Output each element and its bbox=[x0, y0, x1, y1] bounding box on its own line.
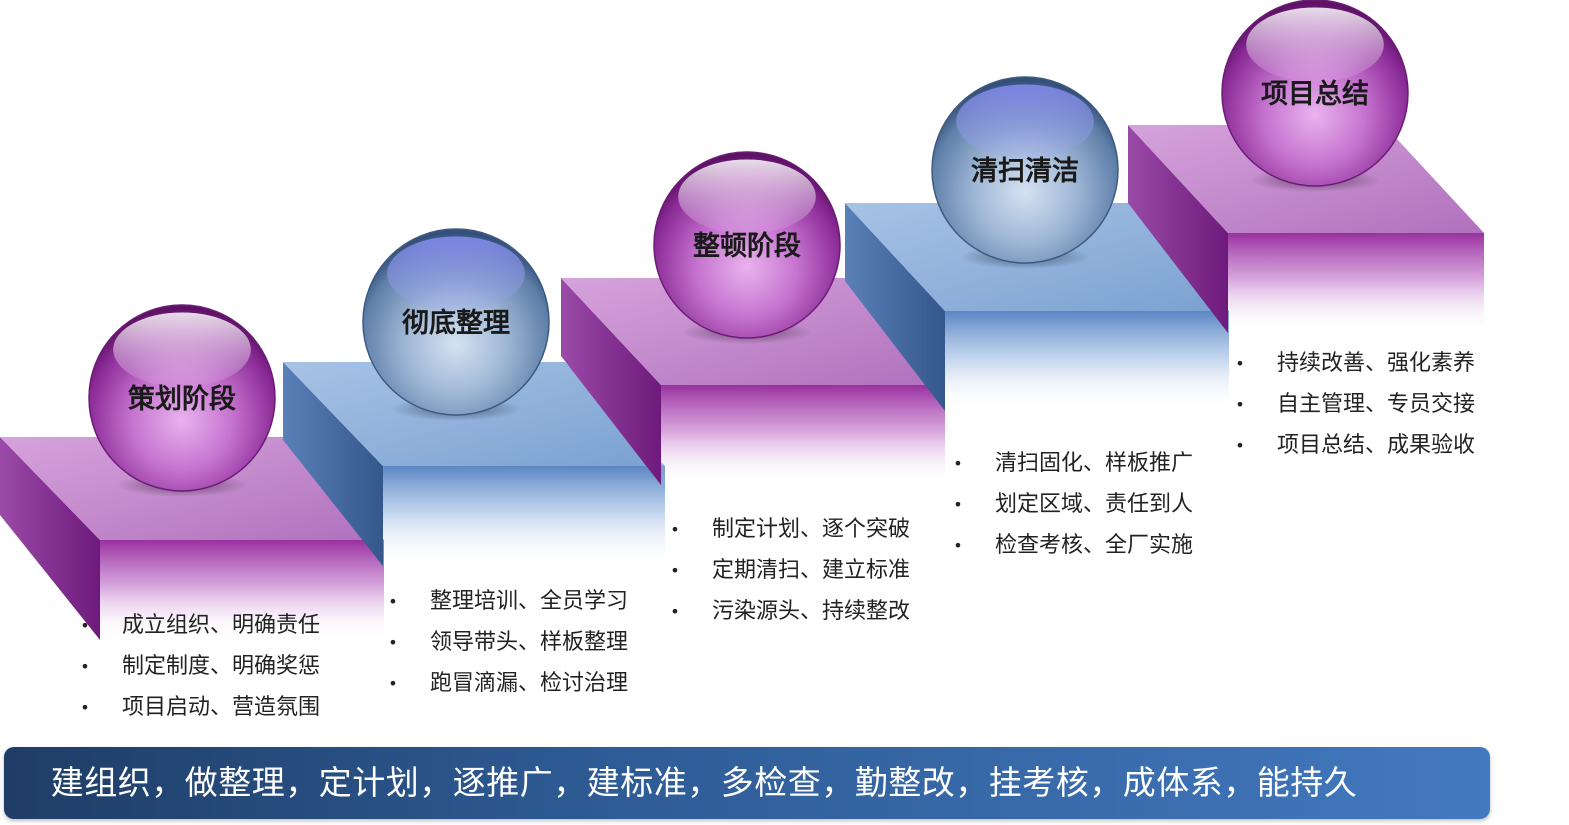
stage-sphere-5: 项目总结 bbox=[1221, 0, 1409, 192]
stage-title: 策划阶段 bbox=[128, 383, 236, 415]
bullet-icon: • bbox=[388, 674, 398, 693]
sphere-highlight bbox=[113, 312, 251, 387]
stage-list-4: • 清扫固化、样板推广 • 划定区域、责任到人 • 检查考核、全厂实施 bbox=[951, 443, 1231, 566]
list-item: • 持续改善、强化素养 bbox=[1233, 343, 1513, 384]
step-side-face bbox=[561, 278, 661, 485]
list-item-text: 划定区域、责任到人 bbox=[995, 492, 1194, 517]
list-item-text: 整理培训、全员学习 bbox=[430, 589, 629, 614]
stage-list-1: • 成立组织、明确责任 • 制定制度、明确奖惩 • 项目启动、营造氛围 bbox=[78, 605, 358, 728]
sphere-highlight bbox=[1246, 7, 1384, 82]
list-item-text: 项目启动、营造氛围 bbox=[122, 695, 321, 720]
step-front-face bbox=[1228, 233, 1484, 333]
list-item: • 制定计划、逐个突破 bbox=[668, 509, 948, 550]
bullet-icon: • bbox=[953, 536, 963, 555]
list-item: • 项目总结、成果验收 bbox=[1233, 425, 1513, 466]
step-side-face bbox=[283, 362, 383, 566]
step-side-face bbox=[1128, 125, 1228, 333]
list-item-text: 定期清扫、建立标准 bbox=[712, 558, 911, 583]
list-item: • 定期清扫、建立标准 bbox=[668, 550, 948, 591]
bullet-icon: • bbox=[953, 495, 963, 514]
step-front-face bbox=[383, 466, 665, 566]
spheres-layer: 策划阶段 彻底整理 整顿阶段 清扫清洁 项目总结 bbox=[88, 0, 1409, 497]
stage-title: 整顿阶段 bbox=[693, 231, 801, 262]
bullet-icon: • bbox=[80, 698, 90, 717]
list-item: • 制定制度、明确奖惩 bbox=[78, 646, 358, 687]
bullet-icon: • bbox=[953, 454, 963, 473]
stage-list-3: • 制定计划、逐个突破 • 定期清扫、建立标准 • 污染源头、持续整改 bbox=[668, 509, 948, 632]
bullet-icon: • bbox=[670, 602, 680, 621]
list-item: • 领导带头、样板整理 bbox=[386, 622, 666, 663]
steps-layer bbox=[0, 125, 1484, 640]
step-side-face bbox=[845, 203, 945, 411]
list-item-text: 制定制度、明确奖惩 bbox=[122, 654, 321, 679]
stage-title: 清扫清洁 bbox=[971, 156, 1079, 187]
list-item: • 整理培训、全员学习 bbox=[386, 581, 666, 622]
stage-sphere-1: 策划阶段 bbox=[88, 304, 276, 497]
bullet-icon: • bbox=[388, 592, 398, 611]
list-item: • 检查考核、全厂实施 bbox=[951, 525, 1231, 566]
bullet-icon: • bbox=[80, 616, 90, 635]
list-item: • 划定区域、责任到人 bbox=[951, 484, 1231, 525]
banner-text: 建组织，做整理，定计划，逐推广，建标准，多检查，勤整改，挂考核，成体系，能持久 bbox=[50, 763, 1358, 802]
list-item-text: 制定计划、逐个突破 bbox=[712, 517, 911, 542]
step-front-face bbox=[945, 311, 1229, 411]
bullet-icon: • bbox=[388, 633, 398, 652]
list-item: • 项目启动、营造氛围 bbox=[78, 687, 358, 728]
sphere-highlight bbox=[387, 236, 525, 311]
bullet-icon: • bbox=[670, 520, 680, 539]
list-item-text: 跑冒滴漏、检讨治理 bbox=[430, 671, 629, 696]
step-front-face bbox=[100, 540, 384, 640]
stage-sphere-2: 彻底整理 bbox=[362, 228, 550, 421]
list-item-text: 清扫固化、样板推广 bbox=[995, 451, 1194, 476]
step-side-face bbox=[0, 437, 100, 640]
stage-title: 彻底整理 bbox=[402, 307, 510, 339]
list-item: • 自主管理、专员交接 bbox=[1233, 384, 1513, 425]
list-item: • 清扫固化、样板推广 bbox=[951, 443, 1231, 484]
stage-sphere-4: 清扫清洁 bbox=[931, 76, 1119, 269]
list-item-text: 污染源头、持续整改 bbox=[712, 599, 911, 624]
list-item-text: 持续改善、强化素养 bbox=[1277, 351, 1476, 376]
bullet-icon: • bbox=[1235, 395, 1245, 414]
stage-title: 项目总结 bbox=[1261, 79, 1369, 110]
list-item-text: 检查考核、全厂实施 bbox=[995, 533, 1194, 558]
list-item: • 污染源头、持续整改 bbox=[668, 591, 948, 632]
list-item-text: 自主管理、专员交接 bbox=[1277, 392, 1476, 417]
list-item: • 成立组织、明确责任 bbox=[78, 605, 358, 646]
list-item-text: 成立组织、明确责任 bbox=[122, 613, 321, 638]
list-item: • 跑冒滴漏、检讨治理 bbox=[386, 663, 666, 704]
sphere-highlight bbox=[956, 84, 1094, 159]
step-front-face bbox=[661, 385, 945, 485]
bullet-icon: • bbox=[1235, 354, 1245, 373]
stage-list-5: • 持续改善、强化素养 • 自主管理、专员交接 • 项目总结、成果验收 bbox=[1233, 343, 1513, 466]
sphere-highlight bbox=[678, 159, 816, 234]
list-item-text: 领导带头、样板整理 bbox=[430, 630, 629, 655]
bullet-icon: • bbox=[1235, 436, 1245, 455]
bullet-icon: • bbox=[80, 657, 90, 676]
stage-list-2: • 整理培训、全员学习 • 领导带头、样板整理 • 跑冒滴漏、检讨治理 bbox=[386, 581, 666, 704]
bullet-icon: • bbox=[670, 561, 680, 580]
stage-sphere-3: 整顿阶段 bbox=[653, 151, 841, 344]
list-item-text: 项目总结、成果验收 bbox=[1277, 433, 1476, 458]
summary-banner: 建组织，做整理，定计划，逐推广，建标准，多检查，勤整改，挂考核，成体系，能持久 bbox=[4, 747, 1490, 819]
